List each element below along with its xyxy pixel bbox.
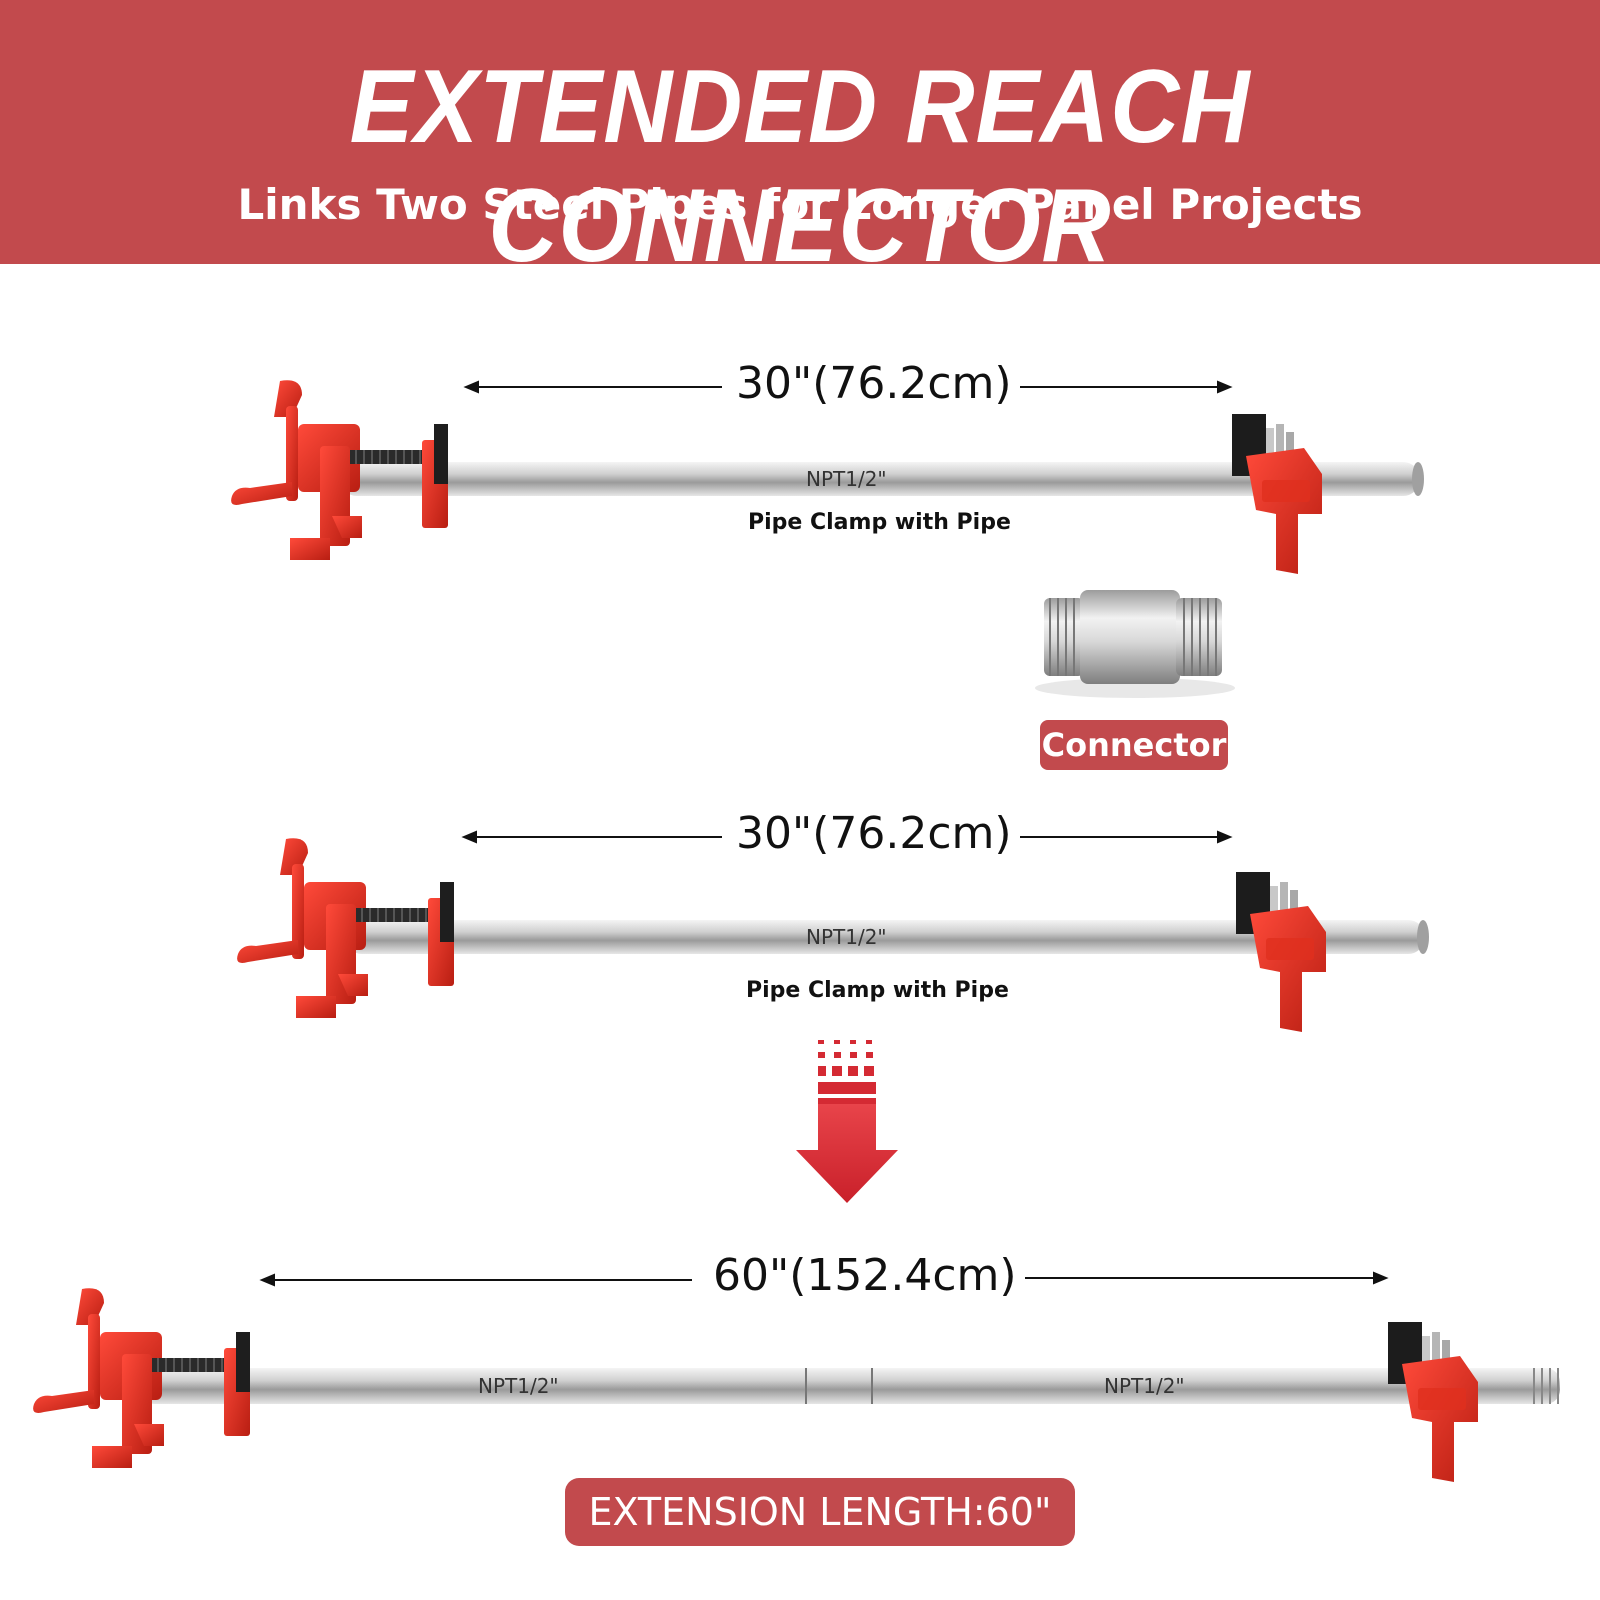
pipe-marking-bottom-right: NPT1/2" [1104,1374,1185,1398]
dimension-top: 30"(76.2cm) [728,358,1020,409]
dimension-bottom: 60"(152.4cm) [705,1250,1025,1301]
clamp-top-illustration [230,379,1424,574]
header-banner: EXTENDED REACH CONNECTOR Links Two Steel… [0,0,1600,284]
caption-top: Pipe Clamp with Pipe [748,510,1011,535]
pipe-marking-middle: NPT1/2" [806,925,887,949]
pipe-marking-bottom-left: NPT1/2" [478,1374,559,1398]
clamp-middle-illustration [236,830,1429,1032]
extension-length-badge: EXTENSION LENGTH:60" [565,1478,1075,1546]
down-arrow-icon [796,1040,898,1203]
pipe-marking-top: NPT1/2" [806,467,887,491]
page-subtitle: Links Two Steel Pipes for Longer Panel P… [237,180,1363,229]
page-title: EXTENDED REACH CONNECTOR [349,49,1251,284]
caption-middle: Pipe Clamp with Pipe [746,978,1009,1003]
clamp-bottom-illustration [32,1271,1560,1482]
connector-label: Connector [1040,720,1228,770]
connector-illustration [1035,590,1235,698]
dimension-middle: 30"(76.2cm) [728,808,1020,859]
